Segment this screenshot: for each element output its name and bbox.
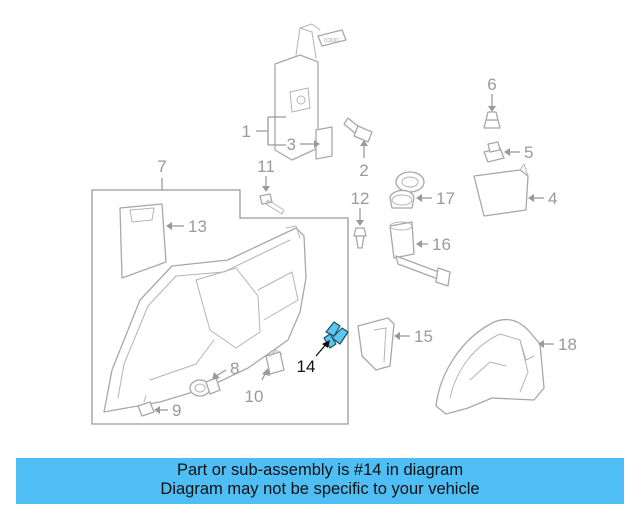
- callout-17: 17: [436, 189, 455, 208]
- callout-9: 9: [172, 401, 181, 420]
- arrow-6: [488, 106, 496, 112]
- part-11-screw: [259, 193, 285, 215]
- callout-18: 18: [558, 335, 577, 354]
- part-17-cup: [389, 171, 425, 209]
- arrow-3: [314, 140, 320, 148]
- arrow-13: [166, 222, 172, 230]
- arrow-2: [360, 140, 368, 146]
- callout-4: 4: [548, 189, 557, 208]
- callout-11: 11: [257, 157, 275, 176]
- arrow-11: [262, 186, 270, 192]
- part-2-bolt: [343, 117, 373, 143]
- part-4-cover: [473, 163, 529, 217]
- part-18-liner: [435, 318, 545, 415]
- part-6-clip: [483, 111, 501, 129]
- arrow-10: [262, 368, 270, 376]
- callout-10: 10: [245, 387, 264, 406]
- part-15-block: [357, 317, 395, 371]
- banner-line-1: Part or sub-assembly is #14 in diagram: [176, 461, 464, 479]
- part-9-clip: [137, 395, 155, 417]
- arrow-5: [504, 148, 510, 156]
- info-banner: Part or sub-assembly is #14 in diagram D…: [16, 458, 624, 504]
- arrow-8: [212, 372, 220, 380]
- part-10-hook: [265, 349, 285, 375]
- arrow-14: [322, 340, 330, 348]
- arrow-12: [356, 220, 364, 226]
- arrow-9: [154, 406, 160, 414]
- arrow-16: [416, 240, 422, 248]
- arrow-15: [394, 332, 400, 340]
- callout-6: 6: [487, 75, 496, 94]
- part-8-grommet: [189, 377, 221, 397]
- part-16-housing: [389, 221, 451, 287]
- part-12-clip: [353, 227, 367, 249]
- callout-1: 1: [242, 122, 251, 141]
- part-13-pocket-panel: [119, 203, 167, 279]
- callout-5: 5: [524, 143, 533, 162]
- banner-line-2: Diagram may not be specific to your vehi…: [160, 480, 480, 498]
- callout-16: 16: [432, 235, 451, 254]
- callout-7: 7: [157, 157, 166, 176]
- part-14-highlighted: [323, 321, 349, 349]
- part-5-fastener: [483, 141, 505, 163]
- arrow-4: [528, 194, 534, 202]
- callout-14: 14: [297, 357, 316, 376]
- arrow-18: [538, 340, 544, 348]
- bracket-1: [256, 116, 286, 146]
- callout-3: 3: [287, 135, 296, 154]
- callout-15: 15: [414, 327, 433, 346]
- callout-2: 2: [359, 161, 368, 180]
- assembly-7-frame: [91, 189, 349, 425]
- leader-8: [215, 369, 227, 377]
- callout-13: 13: [188, 217, 207, 236]
- part-3-plate: [315, 126, 333, 160]
- arrow-17: [416, 194, 422, 202]
- callout-8: 8: [230, 359, 239, 378]
- svg-text:ɛɑɡɒ: ɛɑɡɒ: [324, 37, 339, 44]
- callout-12: 12: [351, 189, 370, 208]
